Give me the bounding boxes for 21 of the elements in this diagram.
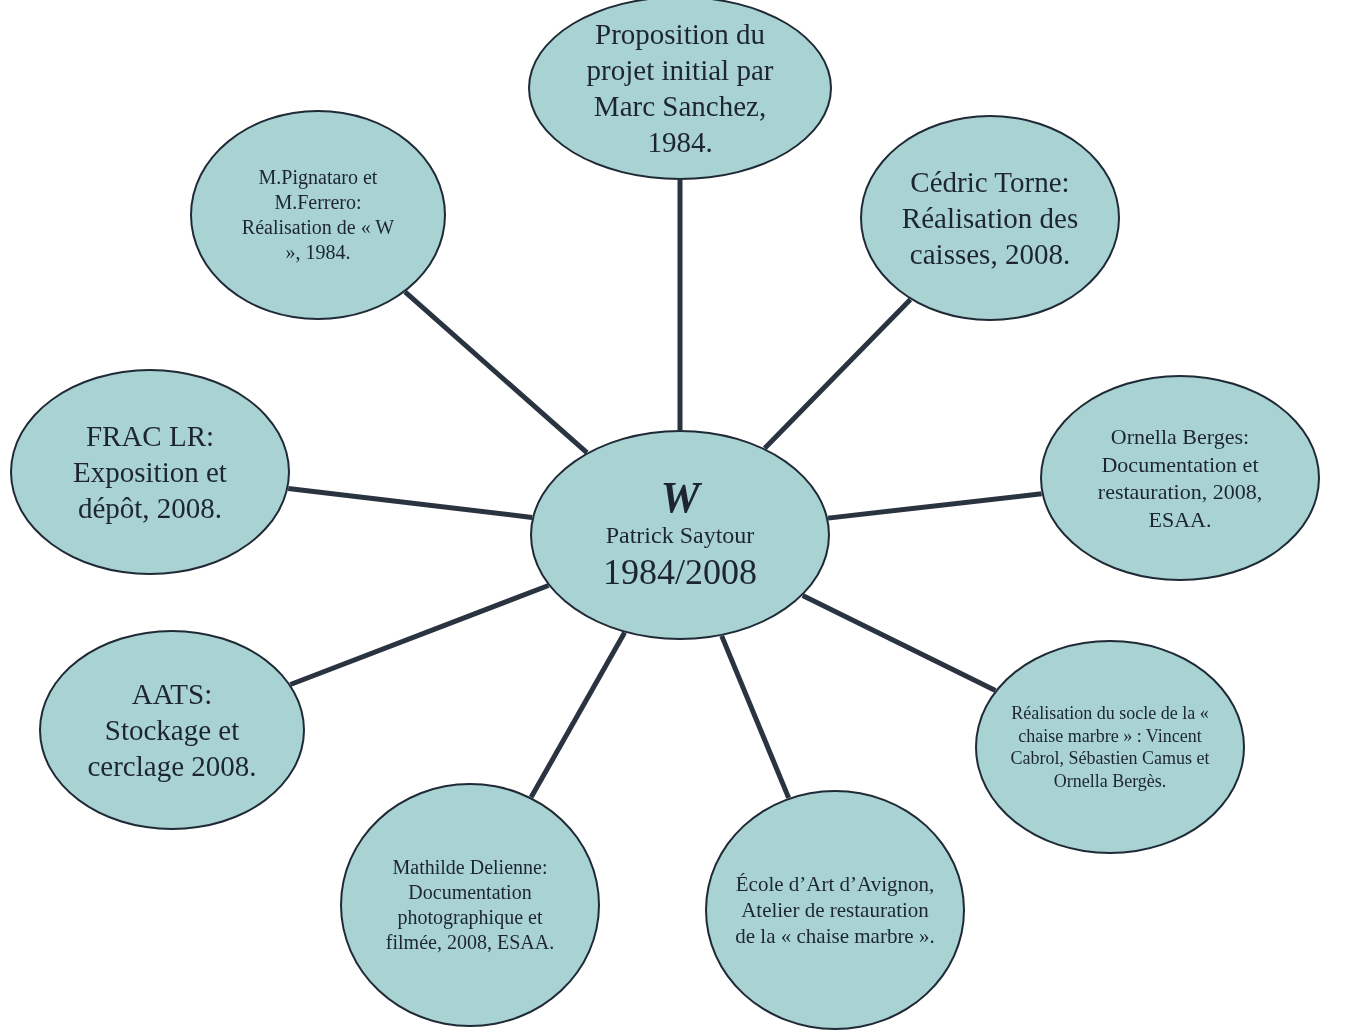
node-text: 1984/2008 bbox=[603, 550, 757, 594]
node-text: AATS: Stockage et cerclage 2008. bbox=[86, 676, 258, 785]
connector-line bbox=[289, 583, 550, 687]
connector-line bbox=[827, 491, 1042, 521]
node-text: FRAC LR: Exposition et dépôt, 2008. bbox=[72, 418, 228, 527]
node-text: Mathilde Delienne: Documentation photographique et filmée, 2008, ESAA. bbox=[384, 855, 556, 955]
connector-line bbox=[528, 631, 627, 799]
connector-line bbox=[801, 593, 997, 693]
node-text: M.Pignataro et M.Ferrero: Réalisation de « W », 1984. bbox=[240, 165, 396, 265]
title-text: W bbox=[660, 475, 700, 520]
node-text: Cédric Torne: Réalisation des caisses, 2008. bbox=[900, 164, 1080, 273]
connector-line bbox=[287, 485, 533, 520]
connector-line bbox=[719, 634, 791, 799]
node-text: Proposition du projet initial par Marc Sanchez, 1984. bbox=[585, 16, 775, 161]
node-text: Patrick Saytour bbox=[605, 520, 755, 550]
connector-line bbox=[762, 297, 913, 451]
connector-line bbox=[677, 180, 683, 430]
node-text: Réalisation du socle de la « chaise marbre » : Vincent Cabrol, Sébastien Camus et Ornella Bergès. bbox=[1009, 702, 1211, 792]
node-text: École d’Art d’Avignon, Atelier de restauration de la « chaise marbre ». bbox=[735, 870, 935, 950]
node-text: Ornella Berges: Documentation et restauration, 2008, ESAA. bbox=[1096, 423, 1264, 533]
connector-line bbox=[403, 290, 589, 455]
